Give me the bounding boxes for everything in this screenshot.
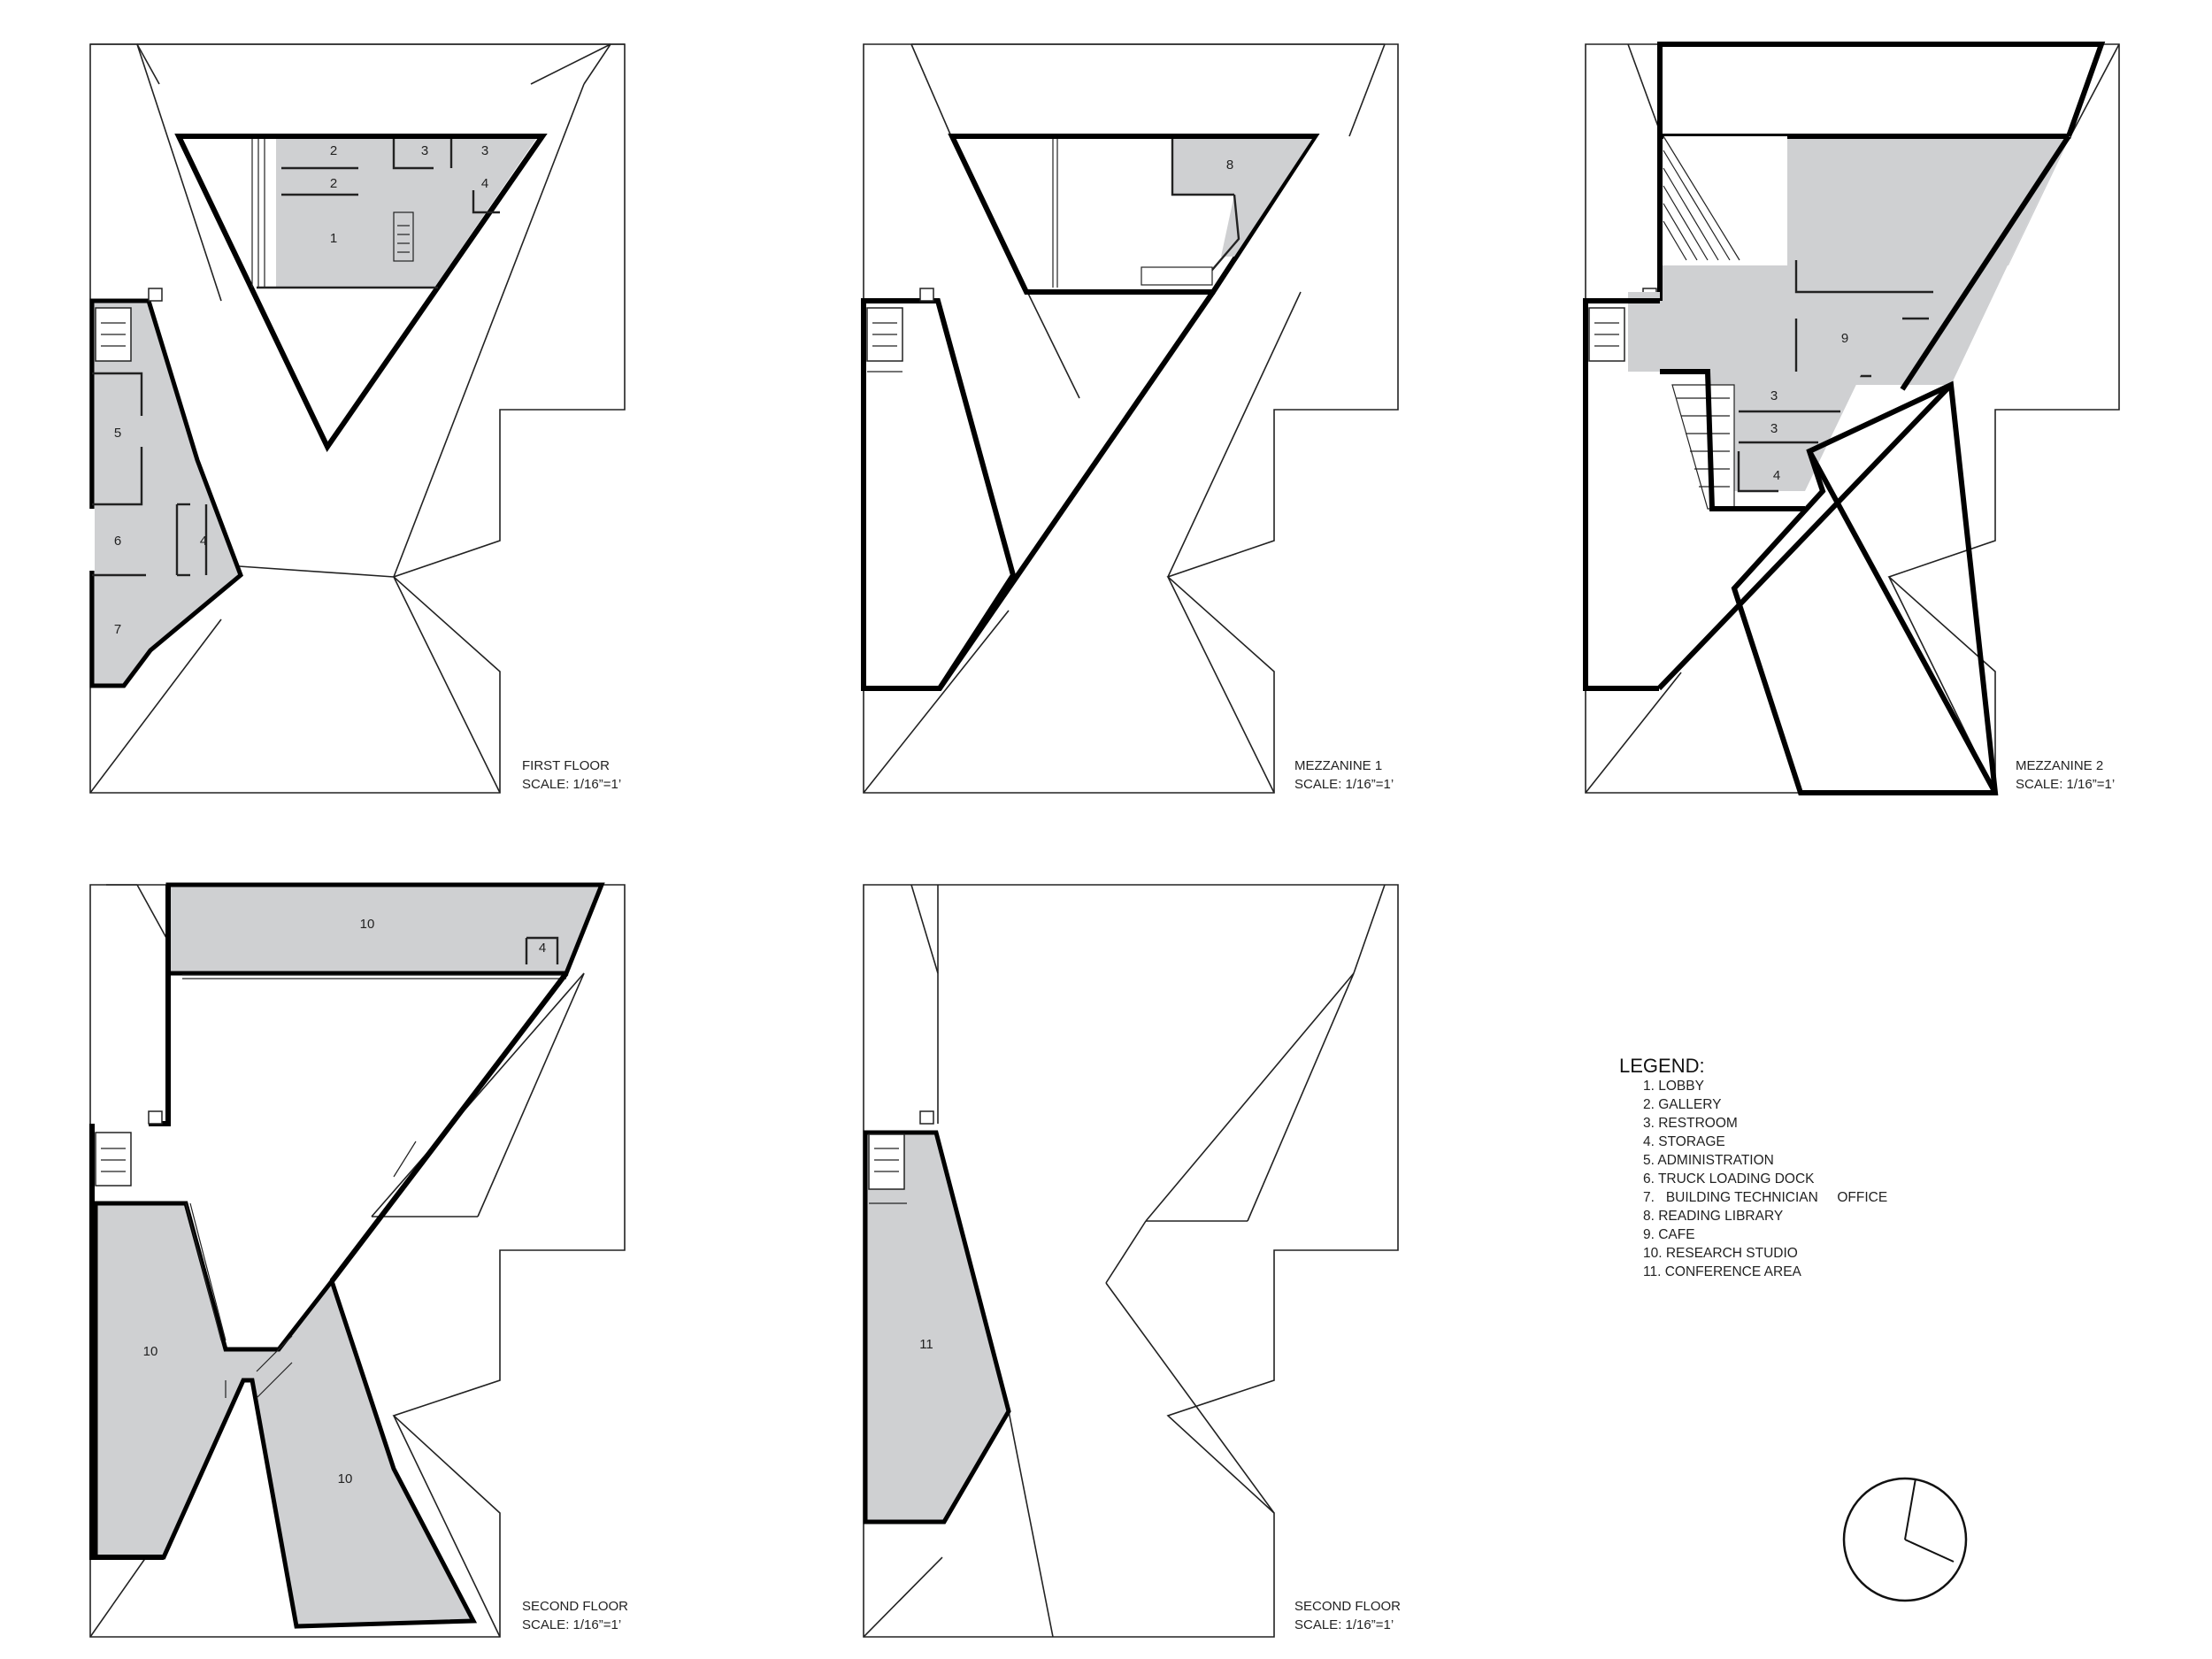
room-conference-area [863, 1130, 1011, 1525]
room-label: 4 [539, 941, 546, 956]
room-label: 3 [481, 143, 488, 158]
room-label: 7 [114, 622, 121, 637]
site-outline [89, 43, 626, 794]
room-label: 1 [330, 231, 337, 246]
plan-caption: SECOND FLOOR [522, 1599, 628, 1614]
plan-caption: SECOND FLOOR [1294, 1599, 1401, 1614]
room-label: 4 [481, 176, 488, 191]
legend-item: 1. LOBBY [1643, 1079, 1704, 1094]
room-label: 4 [1773, 468, 1780, 483]
site-outline [89, 884, 626, 1638]
room-label: 9 [1841, 331, 1848, 346]
plan-scale: SCALE: 1/16”=1’ [1294, 777, 1394, 792]
room-label: 3 [1770, 421, 1778, 436]
room-label: 11 [919, 1337, 933, 1352]
plan-mezzanine-1: 8 MEZZANINE 1 SCALE: 1/16”=1’ [861, 43, 1399, 794]
north-arrow-icon [1842, 1477, 1968, 1602]
legend-item: 5. ADMINISTRATION [1643, 1153, 1774, 1168]
room-label: 5 [114, 426, 121, 441]
plan-second-floor-a: 10 4 10 10 SECOND FLOOR SCALE: 1/16”=1’ [89, 882, 628, 1638]
legend-title: LEGEND: [1619, 1055, 1705, 1077]
plan-mezzanine-2: 9 3 3 4 MEZZANINE 2 SCALE: 1/16”=1’ [1583, 42, 2120, 795]
building-outline [1657, 42, 2106, 139]
site-outline [1585, 43, 2120, 794]
roof-wedge [583, 43, 625, 85]
legend-item: 10. RESEARCH STUDIO [1643, 1246, 1798, 1261]
room-label: 10 [338, 1471, 353, 1486]
room-reading-library [1172, 139, 1312, 257]
room-lobby [276, 139, 536, 288]
room-label: 2 [330, 143, 337, 158]
building-wing [89, 298, 243, 688]
room-label: 4 [200, 534, 207, 549]
plan-second-floor-b: 11 SECOND FLOOR SCALE: 1/16”=1’ [863, 884, 1401, 1638]
plan-scale: SCALE: 1/16”=1’ [522, 777, 621, 792]
room-research-studio [165, 882, 605, 976]
legend-item: 2. GALLERY [1643, 1097, 1721, 1112]
room-label: 3 [421, 143, 428, 158]
legend-item: 9. CAFE [1643, 1227, 1695, 1242]
plan-caption: FIRST FLOOR [522, 758, 610, 773]
room-research-studio [93, 1201, 478, 1629]
site-outline [863, 884, 1399, 1638]
plan-scale: SCALE: 1/16”=1’ [1294, 1617, 1394, 1632]
plan-caption: MEZZANINE 2 [2016, 758, 2103, 773]
room-label: 3 [1770, 388, 1778, 403]
room-label: 6 [114, 534, 121, 549]
plan-caption: MEZZANINE 1 [1294, 758, 1382, 773]
room-label: 10 [360, 917, 375, 932]
site-outline [863, 43, 1399, 794]
building-outline [174, 134, 548, 452]
legend-item: 4. STORAGE [1643, 1134, 1725, 1149]
legend-item: 7. BUILDING TECHNICIAN OFFICE [1643, 1190, 1887, 1205]
circulation-line [89, 618, 222, 794]
circulation-line [393, 576, 501, 794]
legend-item: 6. TRUCK LOADING DOCK [1643, 1171, 1815, 1187]
legend: LEGEND: 1. LOBBY 2. GALLERY 3. RESTROOM … [1619, 1055, 1887, 1279]
room-label: 2 [330, 176, 337, 191]
legend-item: 3. RESTROOM [1643, 1116, 1738, 1131]
circulation-line [136, 43, 222, 302]
room-label: 8 [1226, 157, 1233, 173]
plan-scale: SCALE: 1/16”=1’ [522, 1617, 621, 1632]
legend-item: 11. CONFERENCE AREA [1643, 1264, 1802, 1279]
plan-first-floor: 1 2 2 3 3 4 5 6 4 7 FIRST FLOOR SCALE: 1… [89, 43, 626, 794]
legend-item: 8. READING LIBRARY [1643, 1209, 1783, 1224]
circulation-line [530, 43, 611, 85]
plan-scale: SCALE: 1/16”=1’ [2016, 777, 2115, 792]
room-label: 10 [143, 1344, 158, 1359]
